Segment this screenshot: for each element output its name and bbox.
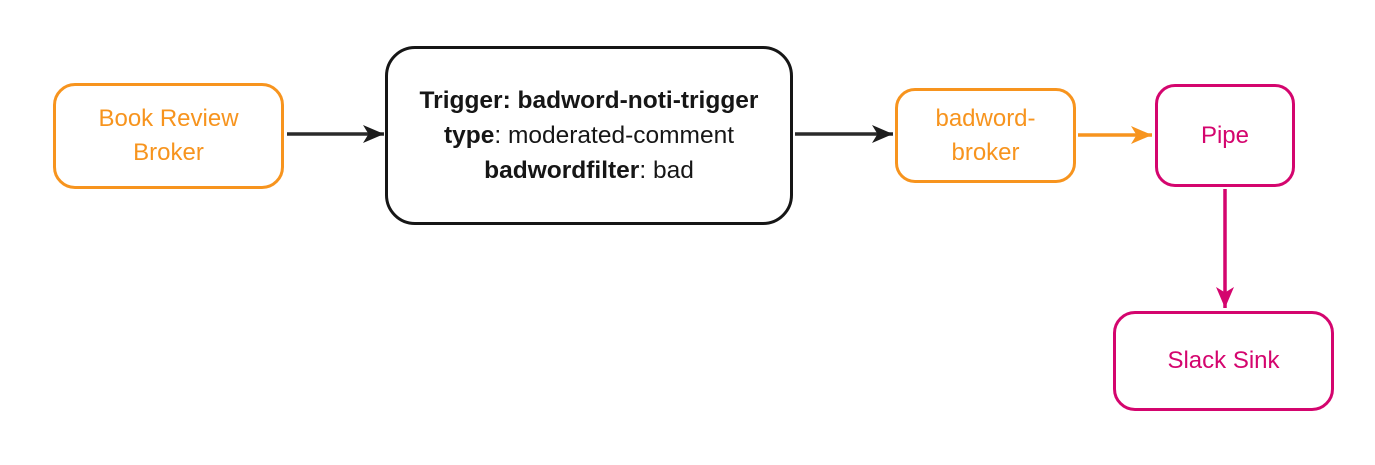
trigger-filter-value: : bad [639,157,694,184]
node-label: badword- [935,104,1036,132]
trigger-filter-line: badwordfilter: bad [484,153,694,188]
node-pipe: Pipe [1155,84,1295,187]
trigger-type-key: type [443,122,495,149]
trigger-filter-key: badwordfilter [484,157,640,184]
node-label: Book Review [98,105,239,132]
trigger-type-line: type: moderated-comment [444,118,734,153]
node-slack-sink: Slack Sink [1113,311,1334,411]
node-badword-broker: badword- broker [895,88,1076,183]
trigger-type-value: : moderated-comment [494,122,735,149]
node-book-review-broker: Book Review Broker [53,83,284,189]
node-label: Pipe [1200,121,1250,149]
node-trigger: Trigger: badword-noti-trigger type: mode… [385,46,793,225]
trigger-name-line: Trigger: badword-noti-trigger [419,87,759,114]
node-label: Slack Sink [1167,347,1280,374]
node-label: Broker [133,139,204,166]
node-label: broker [951,138,1020,166]
